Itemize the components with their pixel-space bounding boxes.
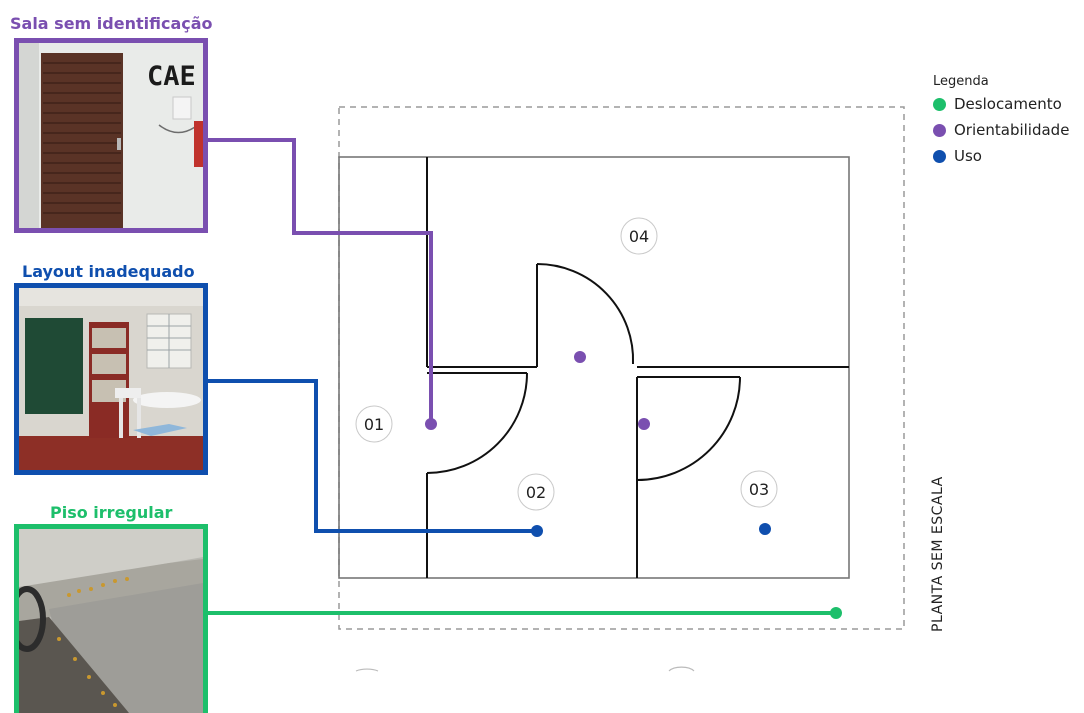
legend-label-orientabilidade: Orientabilidade bbox=[954, 121, 1070, 139]
legend-dot-uso bbox=[933, 149, 946, 163]
legend-title: Legenda bbox=[933, 74, 989, 89]
photo-title-piso: Piso irregular bbox=[50, 503, 173, 522]
photo-layout-inadequado bbox=[14, 283, 208, 475]
svg-text:04: 04 bbox=[629, 227, 649, 246]
legend-item-uso: Uso bbox=[933, 143, 1069, 169]
room-label-02: 02 bbox=[517, 473, 555, 511]
legend-dot-deslocamento bbox=[933, 97, 946, 111]
floor-photo-image bbox=[19, 529, 203, 713]
photo-piso-irregular bbox=[14, 524, 208, 713]
legend-item-orientabilidade: Orientabilidade bbox=[933, 117, 1069, 143]
marker-uso-02 bbox=[531, 525, 543, 537]
marker-deslocamento bbox=[830, 607, 842, 619]
legend-label-uso: Uso bbox=[954, 147, 982, 165]
room-label-01: 01 bbox=[355, 405, 393, 443]
legend-item-deslocamento: Deslocamento bbox=[933, 91, 1069, 117]
marker-orientabilidade-center-top bbox=[574, 351, 586, 363]
svg-text:01: 01 bbox=[364, 415, 384, 434]
photo-title-layout: Layout inadequado bbox=[22, 262, 195, 281]
room-photo-image bbox=[19, 288, 203, 470]
photo-sala-sem-identificacao: CAE bbox=[14, 38, 208, 233]
door-photo-image: CAE bbox=[19, 43, 203, 228]
svg-text:02: 02 bbox=[526, 483, 546, 502]
stair-arc-left bbox=[355, 668, 379, 672]
room-label-03: 03 bbox=[740, 470, 778, 508]
stair-arc-right bbox=[668, 666, 695, 672]
connector-orientabilidade bbox=[208, 138, 433, 424]
legend-label-deslocamento: Deslocamento bbox=[954, 95, 1062, 113]
marker-uso-03 bbox=[759, 523, 771, 535]
site-boundary-dashed bbox=[338, 106, 905, 630]
scale-note: PLANTA SEM ESCALA bbox=[930, 476, 946, 632]
connector-uso bbox=[208, 379, 537, 533]
legend-dot-orientabilidade bbox=[933, 123, 946, 137]
interior-walls bbox=[426, 157, 849, 578]
legend: Legenda Deslocamento Orientabilidade Uso bbox=[933, 74, 1069, 169]
svg-text:03: 03 bbox=[749, 480, 769, 499]
cae-sign: CAE bbox=[147, 61, 196, 92]
photo-title-sala: Sala sem identificação bbox=[10, 14, 213, 33]
marker-orientabilidade-01 bbox=[425, 418, 437, 430]
marker-orientabilidade-center bbox=[638, 418, 650, 430]
room-label-04: 04 bbox=[620, 217, 658, 255]
